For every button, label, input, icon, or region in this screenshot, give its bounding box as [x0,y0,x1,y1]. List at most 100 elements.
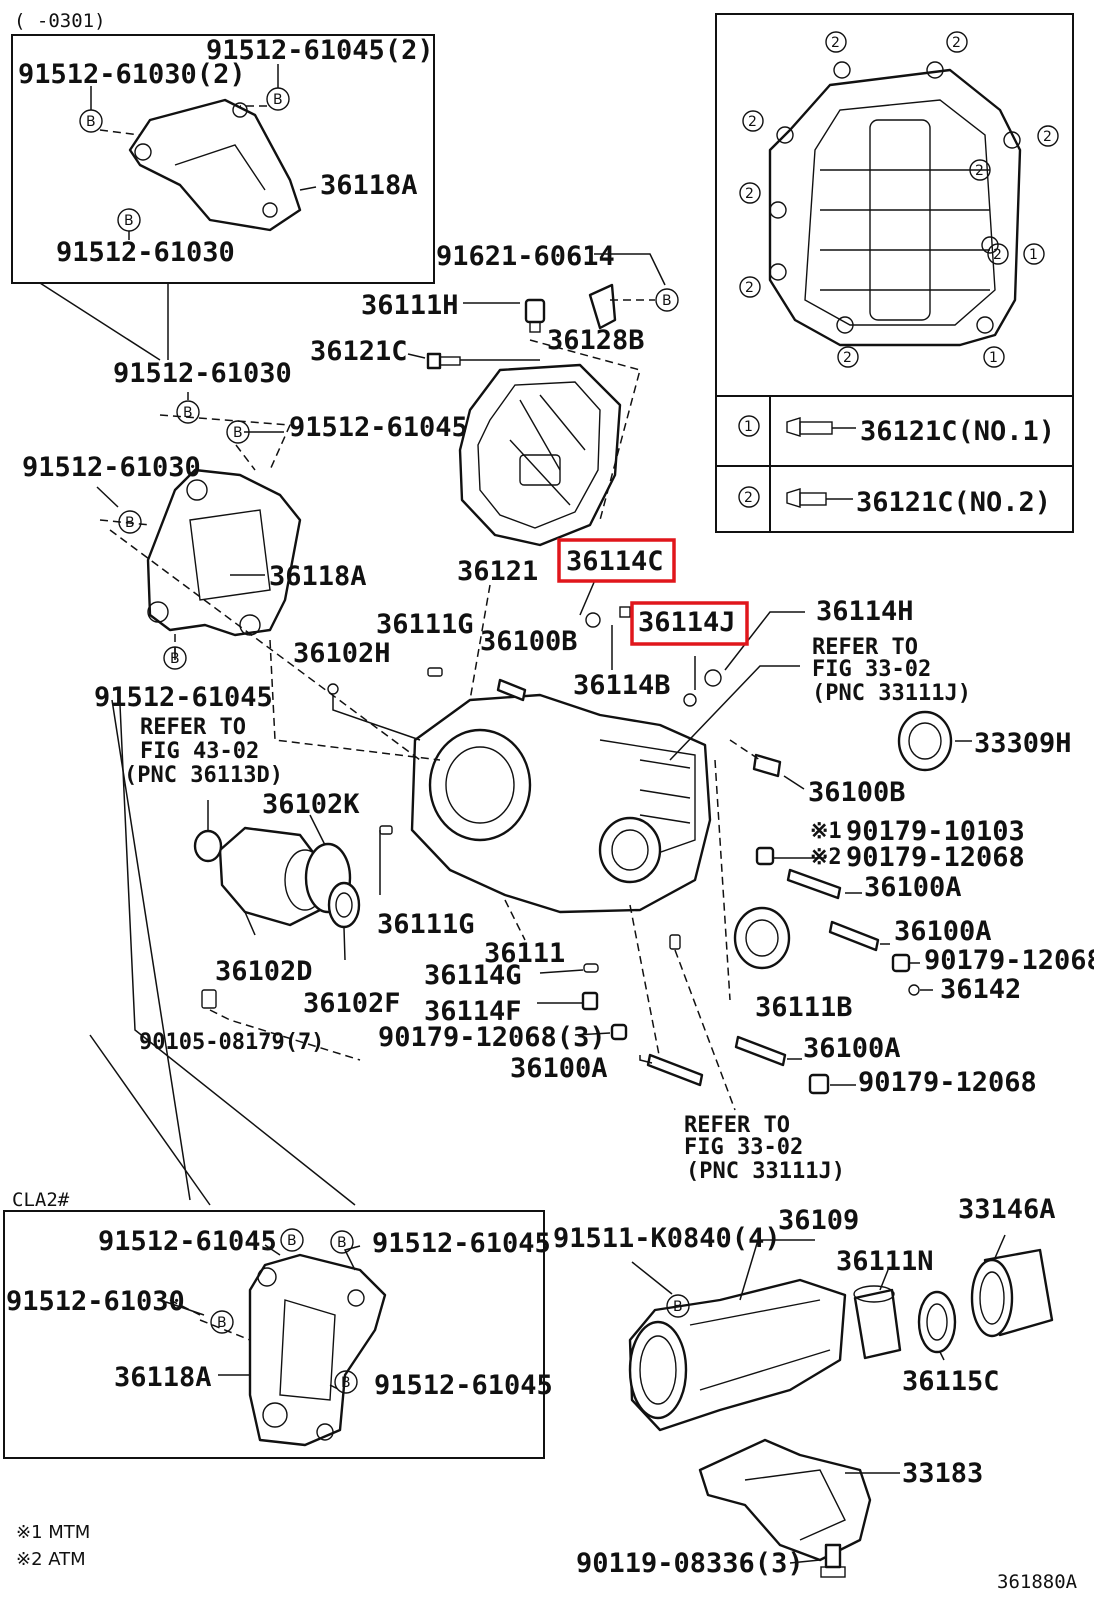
label-91512-61030-2: 91512-61030(2) [18,59,246,90]
label-36114F: 36114F [424,996,522,1027]
label-33183: 33183 [902,1458,983,1489]
svg-text:2: 2 [993,247,1002,263]
label-cla2-91512-61045-c: 91512-61045 [374,1370,553,1401]
label-90179-12068-c: 90179-12068 [858,1067,1037,1098]
svg-text:B: B [233,425,243,441]
mark-2: ※2 [810,845,842,870]
svg-text:B: B [273,92,283,108]
label-36114H: 36114H [816,596,914,627]
part-36109-extension [628,1278,847,1432]
refer-fig-43-02: REFER TO FIG 43-02 (PNC 36113D) [124,715,283,788]
label-36114C: 36114C [566,546,664,577]
mark-1: ※1 [810,819,842,844]
svg-text:2: 2 [831,35,840,51]
bracket-36118A-top [128,98,302,232]
svg-text:2: 2 [975,163,984,179]
label-36111B: 36111B [755,992,853,1023]
label-36102D: 36102D [215,956,313,987]
svg-text:B: B [662,293,672,309]
svg-text:B: B [170,651,180,667]
label-90179-12068-3: 90179-12068(3) [378,1022,606,1053]
label-36128B: 36128B [547,325,645,356]
part-33309H-seal [897,710,953,772]
cla2-title: CLA2# [12,1189,70,1211]
label-cla2-91512-61030: 91512-61030 [6,1286,185,1317]
label-36111G-b: 36111G [377,909,475,940]
refer-fig-33-02-a: REFER TO FIG 33-02 (PNC 33111J) [812,635,971,706]
legend-marker: 1 [744,419,753,435]
label-36100A-d: 36100A [803,1033,901,1064]
svg-text:B: B [337,1235,347,1251]
label-36100B-a: 36100B [480,626,578,657]
svg-text:(PNC 33111J): (PNC 33111J) [812,681,971,706]
label-36111: 36111 [484,938,565,969]
inset-cla2-frame [3,1210,545,1459]
b-markers-cla2: B B B B [210,1228,358,1394]
bracket-36118A-cla2 [248,1253,387,1447]
label-36121C: 36121C [310,336,408,367]
svg-text:2: 2 [1043,129,1052,145]
legend-frame [715,13,1074,533]
part-36121-cover [458,363,622,547]
label-36114J: 36114J [638,607,736,638]
header-note: ( -0301) [14,10,106,32]
label-36114B: 36114B [573,670,671,701]
svg-text:B: B [341,1375,351,1391]
label-91512-61030-a: 91512-61030 [113,358,292,389]
label-36100A-c: 36100A [510,1053,608,1084]
label-36102K: 36102K [262,789,360,820]
svg-text:FIG 33-02: FIG 33-02 [812,657,931,682]
studs [496,678,880,1087]
legend-part: 36121C(NO.2) [856,487,1051,518]
part-36102F-seal [327,881,361,929]
label-36118A-main: 36118A [269,561,367,592]
label-36100A-b: 36100A [894,916,992,947]
label-36111N: 36111N [836,1246,934,1277]
footnote-mtm: ※1 MTM [16,1522,90,1543]
label-36100A-a: 36100A [864,872,962,903]
legend-marker: 2 [744,490,753,506]
part-36111H-plug [524,298,546,333]
label-36102H: 36102H [293,638,391,669]
svg-text:1: 1 [1029,247,1038,263]
svg-text:B: B [287,1233,297,1249]
label-91512-61045-a: 91512-61045 [289,412,468,443]
part-33183-bracket [698,1438,872,1562]
cla2-labels: CLA2# 91512-61045 91512-61045 91512-6103… [6,1189,553,1401]
footnote-atm: ※2 ATM [16,1549,86,1570]
svg-text:1: 1 [989,350,998,366]
cover-plate-drawing [768,61,1022,347]
figure-code: 361880A [997,1571,1078,1593]
label-91511-K0840-4: 91511-K0840(4) [553,1223,781,1254]
label-33146A: 33146A [958,1194,1056,1225]
svg-text:B: B [673,1299,683,1315]
svg-text:(PNC 33111J): (PNC 33111J) [686,1159,845,1184]
label-33309H: 33309H [974,728,1072,759]
highlight-36114C [557,538,676,583]
svg-text:B: B [124,213,134,229]
svg-text:2: 2 [748,114,757,130]
highlight-36114J [630,601,749,646]
label-36102F: 36102F [303,988,401,1019]
part-o-ring [193,829,223,863]
cover-markers: 2 2 2 2 2 2 2 2 1 2 1 [739,31,1059,368]
label-36109: 36109 [778,1205,859,1236]
svg-text:2: 2 [745,186,754,202]
part-33146A-cover [970,1248,1054,1338]
part-36115C-seal [917,1290,957,1354]
svg-text:REFER TO: REFER TO [684,1113,790,1138]
svg-text:B: B [125,515,135,531]
svg-text:REFER TO: REFER TO [140,715,246,740]
part-36111N-bushing [853,1285,902,1360]
svg-text:B: B [86,114,96,130]
label-cla2-91512-61045-a: 91512-61045 [98,1226,277,1257]
label-91512-61045-b: 91512-61045 [94,682,273,713]
label-cla2-91512-61045-b: 91512-61045 [372,1228,551,1259]
svg-text:REFER TO: REFER TO [812,635,918,660]
label-36121: 36121 [457,556,538,587]
legend-row-1: 1 36121C(NO.1) [738,415,1055,447]
label-cla2-36118A: 36118A [114,1362,212,1393]
part-36111-transfer-case [410,693,712,914]
part-36128B [588,283,617,330]
svg-text:B: B [217,1315,227,1331]
